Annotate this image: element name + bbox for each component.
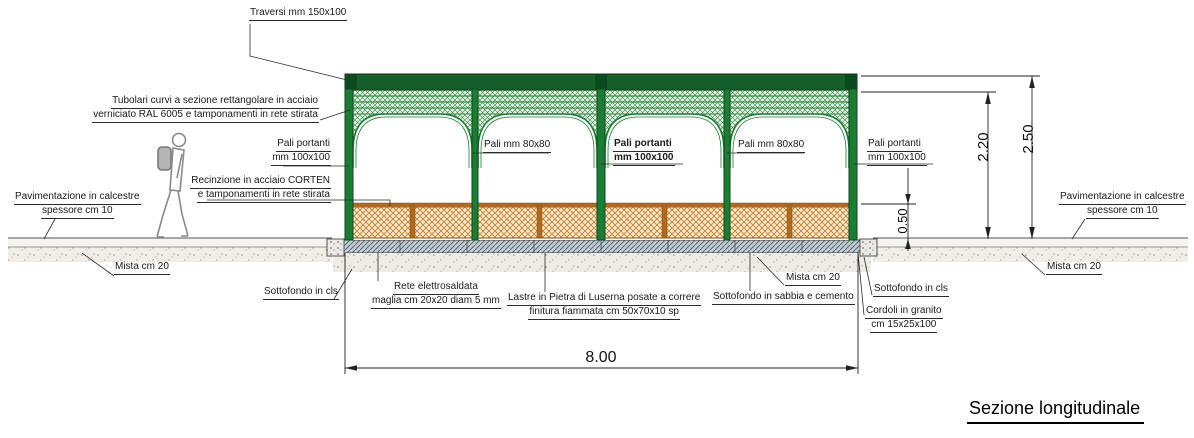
section-title-text: Sezione longitudinale — [967, 398, 1145, 424]
column-80x80 — [723, 88, 731, 241]
label-line: verniciato RAL 6005 e tamponamenti in re… — [92, 109, 319, 123]
columns — [344, 88, 858, 241]
label-line: mm 100x100 — [271, 152, 331, 166]
label-line: Pavimentazione in calcestre — [1059, 191, 1186, 205]
label-line: maglia cm 20x20 diam 5 mm — [371, 295, 501, 309]
label-mista-right: Mista cm 20 — [1046, 261, 1102, 275]
label-line: Mista cm 20 — [785, 272, 841, 286]
label-lastre-pietra: Lastre in Pietra di Luserna posate a cor… — [507, 292, 702, 320]
label-sottofondo-cls-right: Sottofondo in cls — [873, 283, 949, 297]
ground-layers — [8, 237, 1188, 272]
label-line: Pali mm 80x80 — [737, 139, 806, 153]
label-pali-portanti-center: Pali portanti mm 100x100 — [613, 138, 675, 166]
dimension-total-height: 2.50 — [1020, 124, 1037, 154]
label-sottofondo-sabbia: Sottofondo in sabbia e cemento — [712, 291, 855, 305]
dimension-clear-height: 2.20 — [975, 132, 992, 162]
granite-curb-right — [859, 238, 878, 257]
column-100x100 — [344, 88, 354, 241]
label-line: Sottofondo in sabbia e cemento — [712, 291, 855, 305]
label-line: Sottofondo in cls — [263, 286, 339, 300]
label-line: Mista cm 20 — [114, 261, 170, 275]
label-pavimentazione-right: Pavimentazione in calcestre spessore cm … — [1059, 191, 1186, 219]
label-pali-portanti-right: Pali portanti mm 100x100 — [867, 138, 927, 166]
label-line: Pali portanti — [867, 138, 922, 152]
label-pali-80-right: Pali mm 80x80 — [737, 139, 806, 153]
label-line: Pali portanti — [276, 138, 331, 152]
dimension-arrows — [345, 76, 1035, 371]
label-line: Traversi mm 150x100 — [249, 7, 348, 21]
section-title: Sezione longitudinale — [967, 398, 1145, 424]
label-line: Cordoli in granito — [865, 305, 943, 319]
label-line: Tubolari curvi a sezione rettangolare in… — [111, 95, 319, 109]
granite-curb-left — [326, 238, 345, 257]
label-mista-left: Mista cm 20 — [114, 261, 170, 275]
leader-lines — [43, 24, 1086, 316]
column-100x100 — [596, 88, 606, 241]
person-figure — [156, 132, 189, 238]
label-line: Lastre in Pietra di Luserna posate a cor… — [507, 292, 702, 306]
dimension-width: 8.00 — [585, 349, 617, 366]
label-line: spessore cm 10 — [1085, 205, 1159, 219]
column-80x80 — [471, 88, 479, 241]
label-rete-elettrosaldata: Rete elettrosaldata maglia cm 20x20 diam… — [371, 281, 501, 309]
label-line: Pali mm 80x80 — [483, 139, 552, 153]
label-line: Sottofondo in cls — [873, 283, 949, 297]
label-line: Pavimentazione in calcestre — [14, 191, 141, 205]
label-line: Pali portanti — [613, 138, 673, 152]
label-line: Rete elettrosaldata — [392, 281, 479, 295]
stone-slab — [332, 239, 872, 254]
label-traversi: Traversi mm 150x100 — [249, 7, 348, 21]
label-line: Recinzione in acciaio CORTEN — [190, 175, 331, 189]
label-cordoli: Cordoli in granito cm 15x25x100 — [865, 305, 943, 333]
label-line: finitura fiammata cm 50x70x10 sp — [528, 306, 680, 320]
column-100x100 — [848, 88, 858, 241]
label-line: e tamponamenti in rete stirata — [196, 189, 331, 203]
label-sottofondo-cls-left: Sottofondo in cls — [263, 286, 339, 300]
label-line: Mista cm 20 — [1046, 261, 1102, 275]
dimension-fence-height: 0.50 — [895, 208, 910, 234]
label-pavimentazione-left: Pavimentazione in calcestre spessore cm … — [14, 191, 141, 219]
label-line: mm 100x100 — [867, 152, 927, 166]
label-mista-mid: Mista cm 20 — [785, 272, 841, 286]
dimension-lines — [344, 75, 1040, 374]
label-line: spessore cm 10 — [40, 205, 114, 219]
label-pali-80-left: Pali mm 80x80 — [483, 139, 552, 153]
label-recinzione: Recinzione in acciaio CORTEN e tamponame… — [190, 175, 331, 203]
label-tubolari: Tubolari curvi a sezione rettangolare in… — [92, 95, 319, 123]
label-line: mm 100x100 — [613, 152, 675, 166]
label-pali-portanti-left: Pali portanti mm 100x100 — [271, 138, 331, 166]
label-line: cm 15x25x100 — [870, 319, 938, 333]
pergola-structure — [344, 73, 858, 241]
